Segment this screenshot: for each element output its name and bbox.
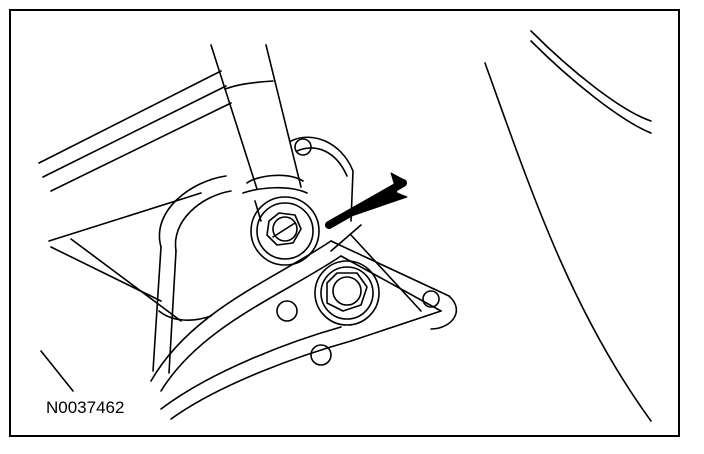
frame-rails [38,70,232,392]
figure-reference-code: N0037462 [44,398,127,418]
technical-illustration [38,30,652,422]
secondary-nut [314,260,380,326]
indicator-arrow-icon [325,172,408,229]
bracket-plate [150,224,458,420]
target-nut [250,196,320,266]
holes [276,138,440,366]
housing-curves [484,30,652,422]
mount-body [152,175,232,374]
illustration-frame: N0037462 [9,9,680,437]
hose [210,44,354,222]
